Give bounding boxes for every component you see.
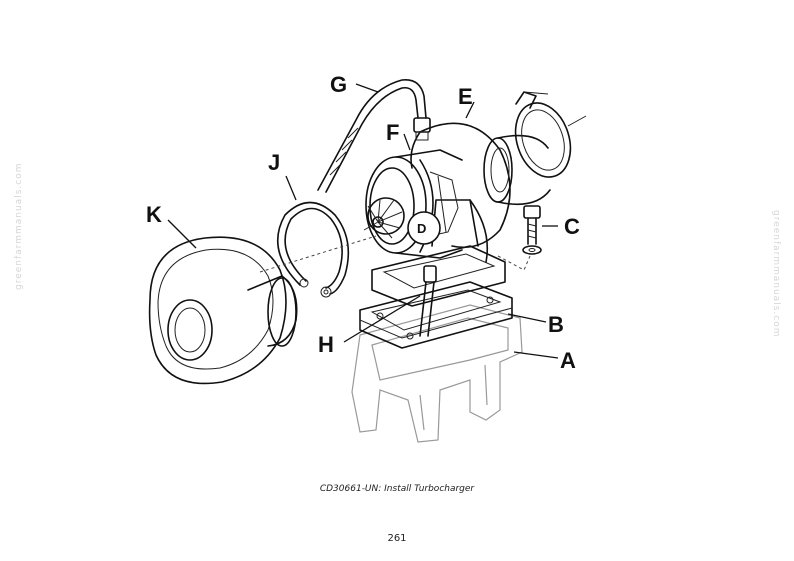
exhaust-manifold — [351, 304, 523, 443]
callout-h: H — [318, 332, 334, 357]
leader-lines — [167, 83, 559, 359]
mounting-gasket — [359, 281, 513, 349]
figure-caption: CD30661-UN: Install Turbocharger — [319, 484, 475, 494]
callout-g: G — [330, 72, 347, 97]
callout-b: B — [548, 312, 564, 337]
callout-e: E — [458, 84, 473, 109]
oil-drain-fitting — [419, 265, 437, 337]
center-housing-cartridge — [363, 149, 463, 259]
v-band-clamp — [514, 91, 587, 178]
callout-a: A — [560, 348, 576, 373]
callout-j: J — [268, 150, 280, 175]
turbocharger-exploded-diagram: G E F J K C D B H A — [146, 72, 587, 443]
turbine-housing — [410, 122, 551, 249]
assembly-alignment-lines — [259, 235, 531, 273]
callout-f: F — [386, 120, 399, 145]
compressor-wheel — [363, 197, 405, 239]
page-number: 261 — [387, 533, 407, 544]
callout-k: K — [146, 202, 162, 227]
compressor-housing — [148, 236, 298, 385]
snap-ring — [277, 201, 350, 298]
oil-supply-line — [317, 79, 431, 193]
callout-d: D — [417, 221, 426, 236]
callout-d-circle — [407, 211, 441, 245]
mounting-bolt-and-washer — [522, 205, 542, 255]
callout-c: C — [564, 214, 580, 239]
